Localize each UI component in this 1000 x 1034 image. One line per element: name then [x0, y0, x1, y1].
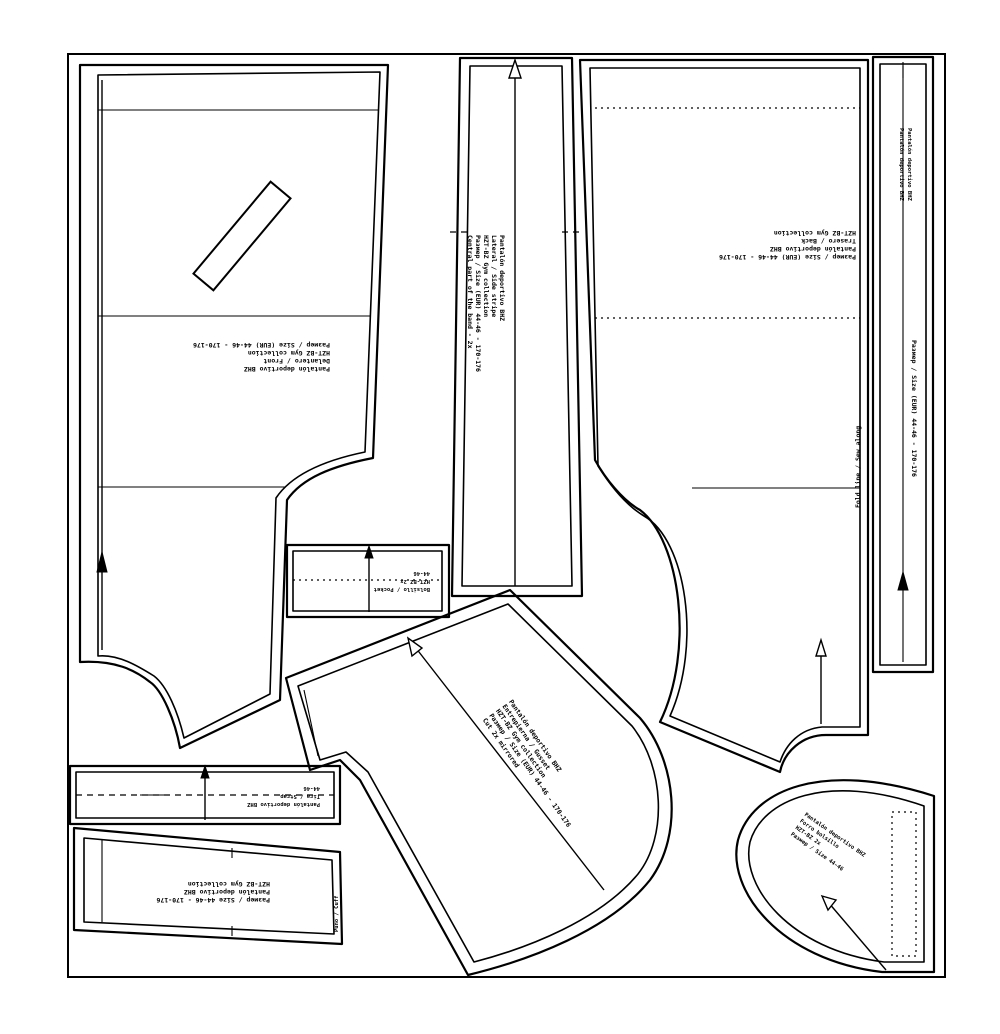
waistband-label-size: Размер / Size (EUR) 44-46 - 170-176: [910, 340, 918, 477]
svg-text:Fold line / Sew along: Fold line / Sew along: [854, 426, 862, 508]
pocket-label: Bolsillo / Pocket HZT-BZ 2x 44-46: [374, 570, 430, 592]
strap-piece[interactable]: Pantalón deportivo BHZ Tira / Strap 44-4…: [68, 764, 342, 826]
fold-line-label: Fold line / Sew along: [854, 426, 862, 508]
center-strip-piece[interactable]: Pantalón deportivo BHZ Lateral / Side st…: [450, 56, 584, 598]
svg-text:Pantalón deportivo BHZ: Pantalón deportivo BHZ: [244, 365, 330, 373]
svg-text:HZT-BZ Gym collection: HZT-BZ Gym collection: [482, 235, 490, 317]
svg-text:Pantalón deportivo BHZ: Pantalón deportivo BHZ: [906, 128, 913, 202]
svg-text:Trasero / Back: Trasero / Back: [801, 237, 856, 245]
gusset-piece[interactable]: Pantalón deportivo BHZ Entrepierna / Gus…: [284, 588, 673, 977]
svg-text:Pantalón deportivo BHZ: Pantalón deportivo BHZ: [498, 235, 506, 321]
back-panel-piece[interactable]: Размер / Size (EUR) 44-46 - 170-176 Pant…: [578, 58, 870, 774]
svg-text:Bolsillo / Pocket: Bolsillo / Pocket: [374, 586, 430, 592]
svg-text:Pantalón deportivo BHZ: Pantalón deportivo BHZ: [184, 888, 270, 896]
svg-text:Delantero / Front: Delantero / Front: [263, 357, 330, 365]
svg-text:Размер / Size (EUR) 44-46 -: Размер / Size (EUR) 44-46 - 170-176: [193, 341, 330, 349]
svg-text:44-46: 44-46: [413, 570, 430, 576]
svg-text:HZT-BZ Gym collection: HZT-BZ Gym collection: [774, 229, 856, 237]
svg-text:Размер / Size 44-46 - 170-176: Размер / Size 44-46 - 170-176: [156, 896, 270, 904]
back-panel-label: Размер / Size (EUR) 44-46 - 170-176 Pant…: [719, 229, 856, 261]
waistband-label-top: Pantalón deportivo BHZ Pantalón deportiv…: [898, 128, 913, 202]
svg-text:Размер / Size (EUR) 44-46 - 17: Размер / Size (EUR) 44-46 - 170-176: [910, 340, 918, 477]
front-panel-piece[interactable]: Pantalón deportivo BHZ Delantero / Front…: [78, 63, 390, 750]
svg-text:Pantalón deportivo BHZ: Pantalón deportivo BHZ: [770, 245, 856, 253]
svg-text:Central part of the band - 2x: Central part of the band - 2x: [466, 235, 474, 349]
svg-text:HZT-BZ Gym collection: HZT-BZ Gym collection: [188, 880, 270, 888]
center-strip-label: Pantalón deportivo BHZ Lateral / Side st…: [466, 235, 506, 372]
gusset-label: Pantalón deportivo BHZ Entrepierna / Gus…: [481, 698, 573, 829]
strap-label: Pantalón deportivo BHZ Tira / Strap 44-4…: [246, 785, 320, 808]
pocket-bag-label: Pantalón deportivo BHZ Forro bolsillo HZ…: [789, 811, 867, 873]
svg-text:Lateral / Side stripe: Lateral / Side stripe: [490, 235, 498, 317]
svg-text:44-46: 44-46: [303, 785, 320, 791]
svg-text:HZT-BZ Gym collection: HZT-BZ Gym collection: [248, 349, 330, 357]
svg-text:Puño / Cuff: Puño / Cuff: [334, 896, 340, 932]
svg-text:Tira / Strap: Tira / Strap: [280, 793, 320, 799]
cuff-edge-label: Puño / Cuff: [334, 896, 340, 932]
waistband-piece[interactable]: Pantalón deportivo BHZ Pantalón deportiv…: [871, 55, 935, 674]
svg-text:Pantalón deportivo BHZ: Pantalón deportivo BHZ: [246, 801, 320, 808]
sheet-border: [67, 53, 946, 978]
pocket-piece[interactable]: Bolsillo / Pocket HZT-BZ 2x 44-46: [285, 543, 451, 619]
front-panel-rotated-box: [192, 180, 292, 292]
pocket-bag-piece[interactable]: Pantalón deportivo BHZ Forro bolsillo HZ…: [735, 779, 936, 974]
front-panel-label: Pantalón deportivo BHZ Delantero / Front…: [193, 341, 330, 373]
cuff-piece[interactable]: Размер / Size 44-46 - 170-176 Pantalón d…: [72, 826, 344, 946]
svg-text:Размер / Size (EUR) 44-46 -: Размер / Size (EUR) 44-46 - 170-176: [474, 235, 482, 372]
svg-text:Размер / Size (EUR) 44-46 -: Размер / Size (EUR) 44-46 - 170-176: [719, 253, 856, 261]
svg-text:Pantalón deportivo BHZ: Pantalón deportivo BHZ: [898, 128, 905, 202]
cuff-label: Размер / Size 44-46 - 170-176 Pantalón d…: [156, 880, 270, 904]
svg-text:HZT-BZ 2x: HZT-BZ 2x: [400, 578, 430, 584]
